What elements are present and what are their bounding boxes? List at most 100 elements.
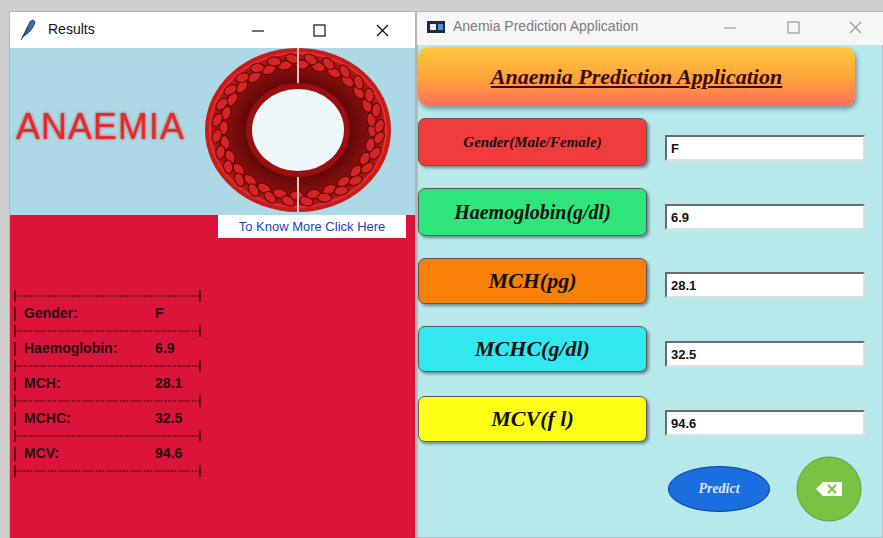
- table-borders-part: [14, 430, 15, 442]
- blood-cells-part: [233, 172, 246, 188]
- field-label-button: MCHC(g/dl): [418, 326, 647, 372]
- field-value: 6.9: [155, 340, 174, 356]
- blood-cells-part: [347, 174, 363, 187]
- table-borders-part: [199, 290, 200, 302]
- result-row: Haemoglobin: 6.9: [14, 332, 200, 366]
- vessel-illustration: [205, 48, 391, 212]
- table-borders-part: [15, 471, 200, 472]
- table-borders-part: [15, 296, 200, 297]
- window-buttons-part: [377, 25, 388, 36]
- field-name: Gender:: [24, 305, 78, 321]
- vessel-lumen: [252, 89, 344, 171]
- app-window: ResultsTo Know More Click HereGender:FHa…: [10, 12, 415, 538]
- table-borders-part: [199, 430, 200, 442]
- app-icon-part: [430, 24, 436, 30]
- clear-button-part: [797, 457, 861, 521]
- window-buttons-part: [314, 25, 325, 36]
- blood-cells-part: [317, 193, 332, 203]
- button-label: Predict: [698, 481, 739, 497]
- app-window-art-part: [417, 12, 883, 45]
- blood-cells-part: [298, 195, 314, 208]
- field-label-button: MCH(pg): [418, 258, 647, 304]
- entry-value: 32.5: [671, 347, 696, 362]
- result-row: MCH: 28.1: [14, 367, 200, 401]
- field-label: MCHC(g/dl): [475, 336, 590, 362]
- window-buttons: [724, 22, 861, 33]
- table-borders-part: [15, 401, 200, 402]
- table-borders-part: [14, 307, 15, 321]
- field-label-button: MCV(f l): [418, 396, 647, 442]
- result-row: MCV: 94.6: [14, 437, 200, 471]
- field-name: Haemoglobin:: [24, 340, 117, 356]
- window-buttons: [252, 25, 388, 36]
- blood-cells-part: [262, 189, 278, 205]
- link-text: To Know More Click Here: [239, 219, 386, 234]
- app-icon-part: [427, 21, 445, 33]
- result-row: MCHC:32.5: [14, 402, 200, 436]
- field-name: MCH:: [24, 375, 61, 391]
- blood-cells-part: [302, 52, 319, 67]
- table-borders-part: [199, 325, 200, 337]
- entry-value: F: [671, 141, 679, 156]
- window-buttons-part: [724, 27, 736, 28]
- blood-cells-part: [214, 96, 230, 112]
- window-buttons-part: [377, 25, 388, 36]
- feather-icon: [21, 20, 35, 40]
- blood-cells-part: [320, 55, 336, 71]
- blood-cells-part: [359, 160, 376, 175]
- blood-cells-part: [210, 128, 223, 144]
- feather-icon-part: [21, 27, 29, 40]
- field-label: Haemoglobin(g/dl): [454, 201, 611, 224]
- field-value: 94.6: [155, 445, 182, 461]
- text-entry: 32.5: [665, 341, 865, 367]
- field-label-button: Haemoglobin(g/dl): [418, 188, 647, 236]
- table-borders-part: [14, 377, 15, 391]
- table-borders-part: [14, 412, 15, 426]
- entry-value: 94.6: [671, 416, 696, 431]
- app-window-art: [417, 12, 883, 538]
- vessel-lining: [246, 83, 350, 177]
- app-window-art-part: [417, 12, 883, 538]
- window-title: Anemia Prediction Application: [453, 18, 638, 34]
- table-borders-part: [14, 360, 15, 372]
- blood-cells-part: [250, 63, 265, 73]
- link-button: To Know More Click Here: [218, 215, 406, 238]
- blood-cells-part: [267, 56, 282, 67]
- table-borders-part: [199, 360, 200, 372]
- text-entry: 94.6: [665, 410, 865, 436]
- blood-cells-part: [334, 185, 349, 196]
- table-borders-part: [14, 325, 15, 337]
- blood-cells-part: [210, 112, 225, 129]
- vessel-seam: [297, 48, 299, 83]
- table-borders-part: [14, 447, 15, 461]
- table-borders-part: [199, 465, 200, 477]
- field-label: MCV(f l): [491, 406, 574, 432]
- text-entry: 6.9: [665, 204, 865, 230]
- blood-cells-part: [234, 71, 250, 84]
- blood-cells-part: [373, 118, 386, 134]
- results-window-art-part: [10, 12, 415, 538]
- text-entry: F: [665, 135, 865, 161]
- field-value: 28.1: [155, 375, 182, 391]
- results-window-art: [10, 12, 415, 538]
- app-icon-part: [438, 24, 443, 30]
- table-borders-part: [14, 395, 15, 407]
- result-row: Gender:F: [14, 297, 200, 331]
- field-name: MCV:: [24, 445, 59, 461]
- blood-cells-part: [215, 145, 225, 160]
- clear-button-part: [828, 485, 836, 493]
- field-label: Gender(Male/Female): [463, 134, 601, 151]
- blood-cells-part: [222, 82, 239, 97]
- vessel-outer: [205, 48, 391, 212]
- blood-cells-part: [352, 74, 365, 90]
- blood-cells-part: [223, 159, 234, 174]
- results-window-art-part: [10, 12, 415, 48]
- clear-button: [797, 457, 861, 521]
- results-window-art-part: [10, 215, 415, 538]
- field-label: MCH(pg): [489, 268, 577, 294]
- text-entry: 28.1: [665, 272, 865, 298]
- app-icon: [427, 21, 445, 33]
- entry-value: 6.9: [671, 210, 689, 225]
